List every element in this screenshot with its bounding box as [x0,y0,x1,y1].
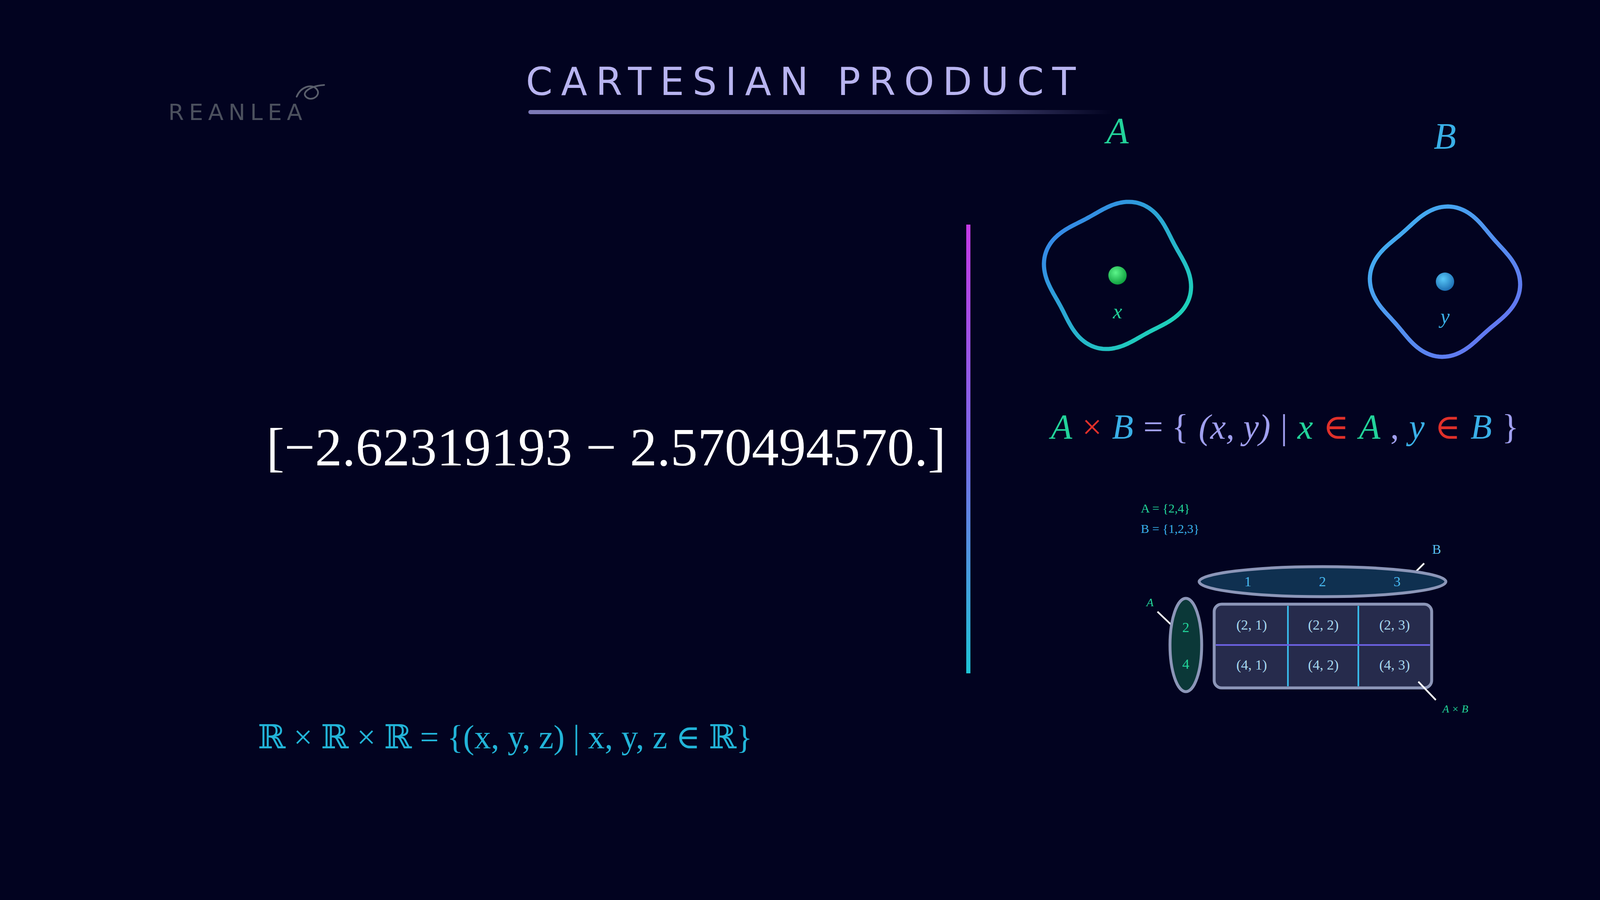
set-builder-formula: A×B= {(x, y)|x∈A,y∈B} [1050,406,1519,448]
grid-line [1357,605,1360,687]
element-text: (4, 2) [1307,657,1339,673]
formula-part: × [1082,406,1102,448]
formula-part: B [1470,406,1492,448]
product-grid [1214,604,1432,688]
title: CARTESIAN PRODUCT [525,59,1085,105]
product-formula: ℝ × ℝ × ℝ = {(x, y, z) | x, y, z ∈ ℝ} [257,717,753,757]
pair-cell: (4, 2) [1288,645,1358,687]
formula-part: (x, y) [1198,406,1271,448]
pair-cell: (4, 1) [1215,645,1288,687]
grid-line [1287,605,1289,687]
formula-part: ∈ [1322,406,1349,448]
element-text: (2, 1) [1236,617,1268,633]
callout-label: A [1146,595,1154,610]
shape-outline [1168,596,1204,694]
set-outline [1170,598,1202,692]
set-ellipse: 24 [1168,596,1204,694]
set-outline [1199,566,1446,597]
title-underline [528,110,1113,115]
element-text: 3 [1393,573,1401,590]
formula-part: A [1050,406,1073,448]
formula-part: = { [1143,406,1189,448]
shape-outline [1349,185,1541,378]
element-text: x [1112,299,1123,324]
set-outline [1370,206,1521,358]
element-text: (2, 3) [1379,617,1410,633]
set-ellipse: 1 2 3 [1197,565,1448,599]
pair-cell: (2, 2) [1288,605,1358,645]
set-name: B [1433,115,1457,158]
divider-line [966,224,971,674]
element-text: y [1440,304,1450,329]
element-dot [1108,266,1127,285]
formula-part: B [1112,406,1134,448]
formula-part: } [1502,406,1519,448]
formula-part: y [1409,406,1425,448]
element-text: 1 [1244,573,1252,590]
formula-part: ∈ [1434,406,1461,448]
element-text: 2 [1182,619,1190,636]
set-outline [1043,201,1191,349]
pair-cell: (2, 1) [1215,605,1288,645]
watermark: REANLEA [168,99,308,126]
set-blob: By [1349,185,1541,378]
shape-outline [1021,179,1214,372]
logo-scribble [296,85,325,99]
callout-label: B [1432,541,1441,558]
callout-label: A × B [1442,702,1469,716]
element-text: 2 [1319,573,1327,590]
leader-line [1418,681,1436,700]
formula-part: A [1359,406,1381,448]
set-definition: B = {1,2,3} [1140,521,1200,536]
formula-part: , [1390,406,1400,448]
formula-part: x [1297,406,1313,448]
formula-part: | [1280,406,1288,448]
element-dot [1435,272,1455,291]
element-text: (4, 3) [1379,657,1410,673]
element-text: (4, 1) [1236,657,1268,673]
grid-line [1215,644,1430,646]
element-text: 4 [1182,656,1190,673]
element-text: (2, 2) [1307,617,1339,633]
pair-cell: (4, 3) [1359,645,1430,687]
set-name: A [1106,109,1129,152]
set-blob: Ax [1021,179,1214,372]
set-definition: A = {2,4} [1140,501,1190,516]
pair-cell: (2, 3) [1359,605,1430,645]
interval-value: [−2.62319193 − 2.570494570.] [266,415,946,479]
